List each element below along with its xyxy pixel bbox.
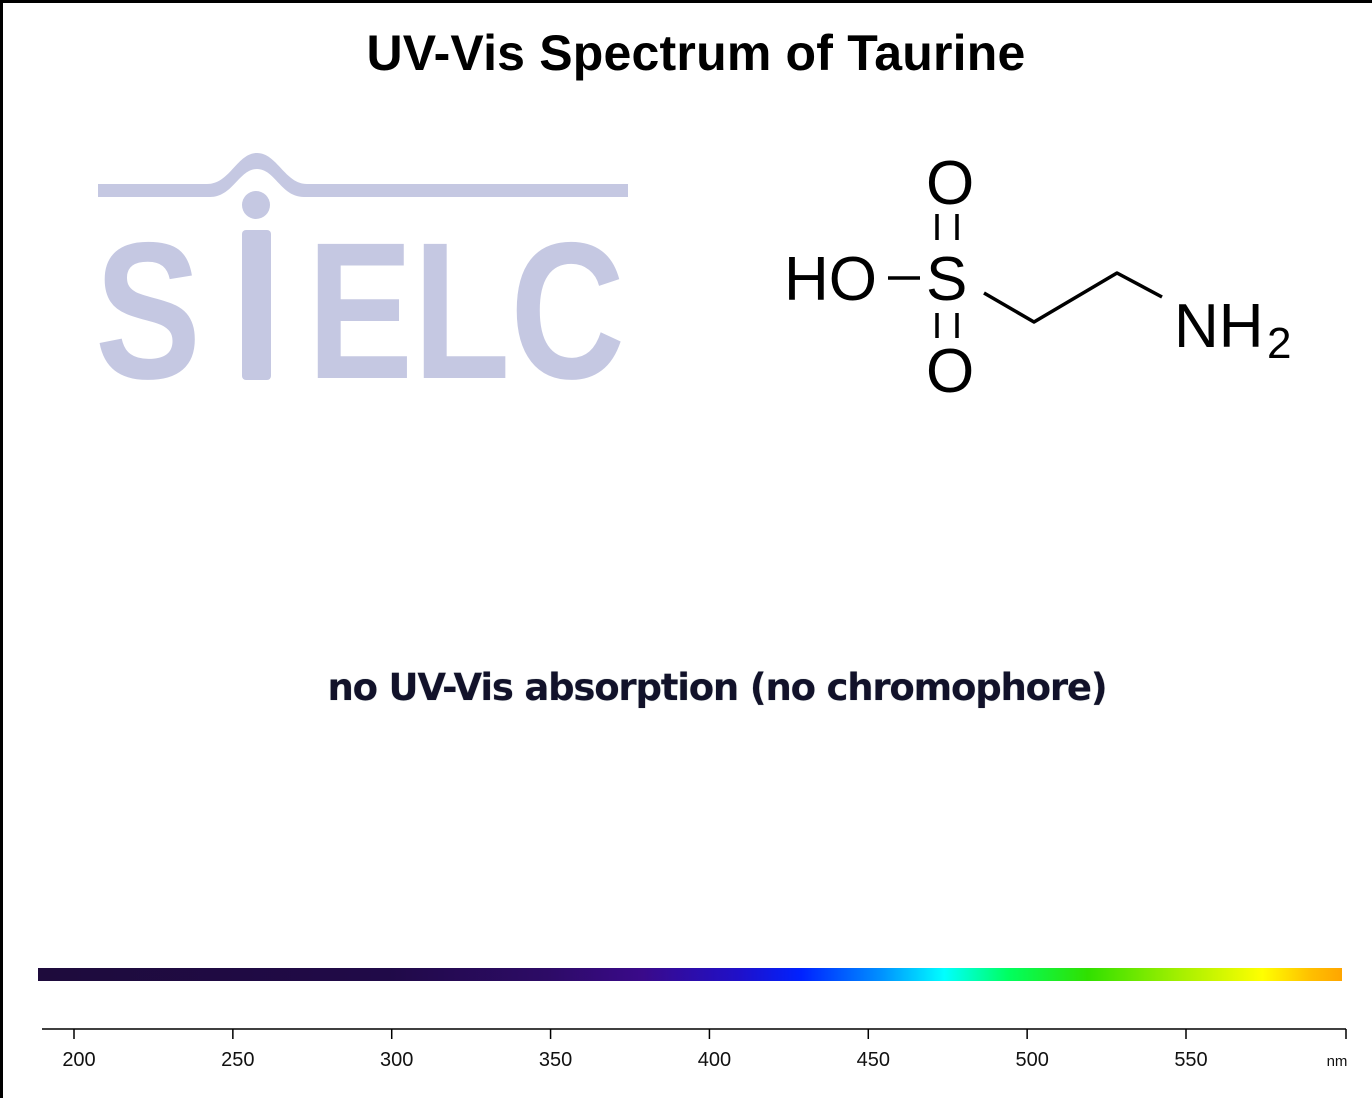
- no-absorption-annotation: no UV-Vis absorption (no chromophore): [327, 666, 1107, 709]
- oxygen-top-label: O: [926, 149, 974, 218]
- oxygen-bottom-label: O: [926, 337, 974, 406]
- double-bond-bottom: [935, 313, 959, 338]
- hydroxyl-label: HO: [784, 245, 877, 314]
- x-tick-label-500: 500: [1015, 1049, 1048, 1071]
- x-axis-ticks: 200 250 300 350 400 450 500 550: [62, 1029, 1347, 1071]
- chart-title: UV-Vis Spectrum of Taurine: [366, 25, 1026, 81]
- x-tick-label-550: 550: [1174, 1049, 1207, 1071]
- logo-mark: S ELC: [95, 153, 628, 390]
- taurine-structure: HO S O O NH 2: [784, 149, 1291, 406]
- amine-label: NH: [1174, 292, 1264, 361]
- sulfur-label: S: [926, 245, 967, 314]
- double-bond-top: [935, 214, 959, 240]
- x-tick-label-200: 200: [62, 1049, 95, 1071]
- spectrum-colorbar: [38, 968, 1342, 981]
- x-tick-label-400: 400: [698, 1049, 731, 1071]
- x-tick-label-450: 450: [857, 1049, 890, 1071]
- logo-text: S ELC: [95, 202, 625, 390]
- wavelength-axis-chart: 200 250 300 350 400 450 500 550 nm: [38, 968, 1348, 1071]
- ethyl-chain: [983, 271, 1163, 324]
- x-tick-label-250: 250: [221, 1049, 254, 1071]
- x-tick-label-300: 300: [380, 1049, 413, 1071]
- amine-subscript: 2: [1267, 319, 1291, 368]
- x-tick-label-350: 350: [539, 1049, 572, 1071]
- sielc-logo: S ELC: [95, 153, 628, 390]
- x-axis-unit-label: nm: [1327, 1053, 1348, 1070]
